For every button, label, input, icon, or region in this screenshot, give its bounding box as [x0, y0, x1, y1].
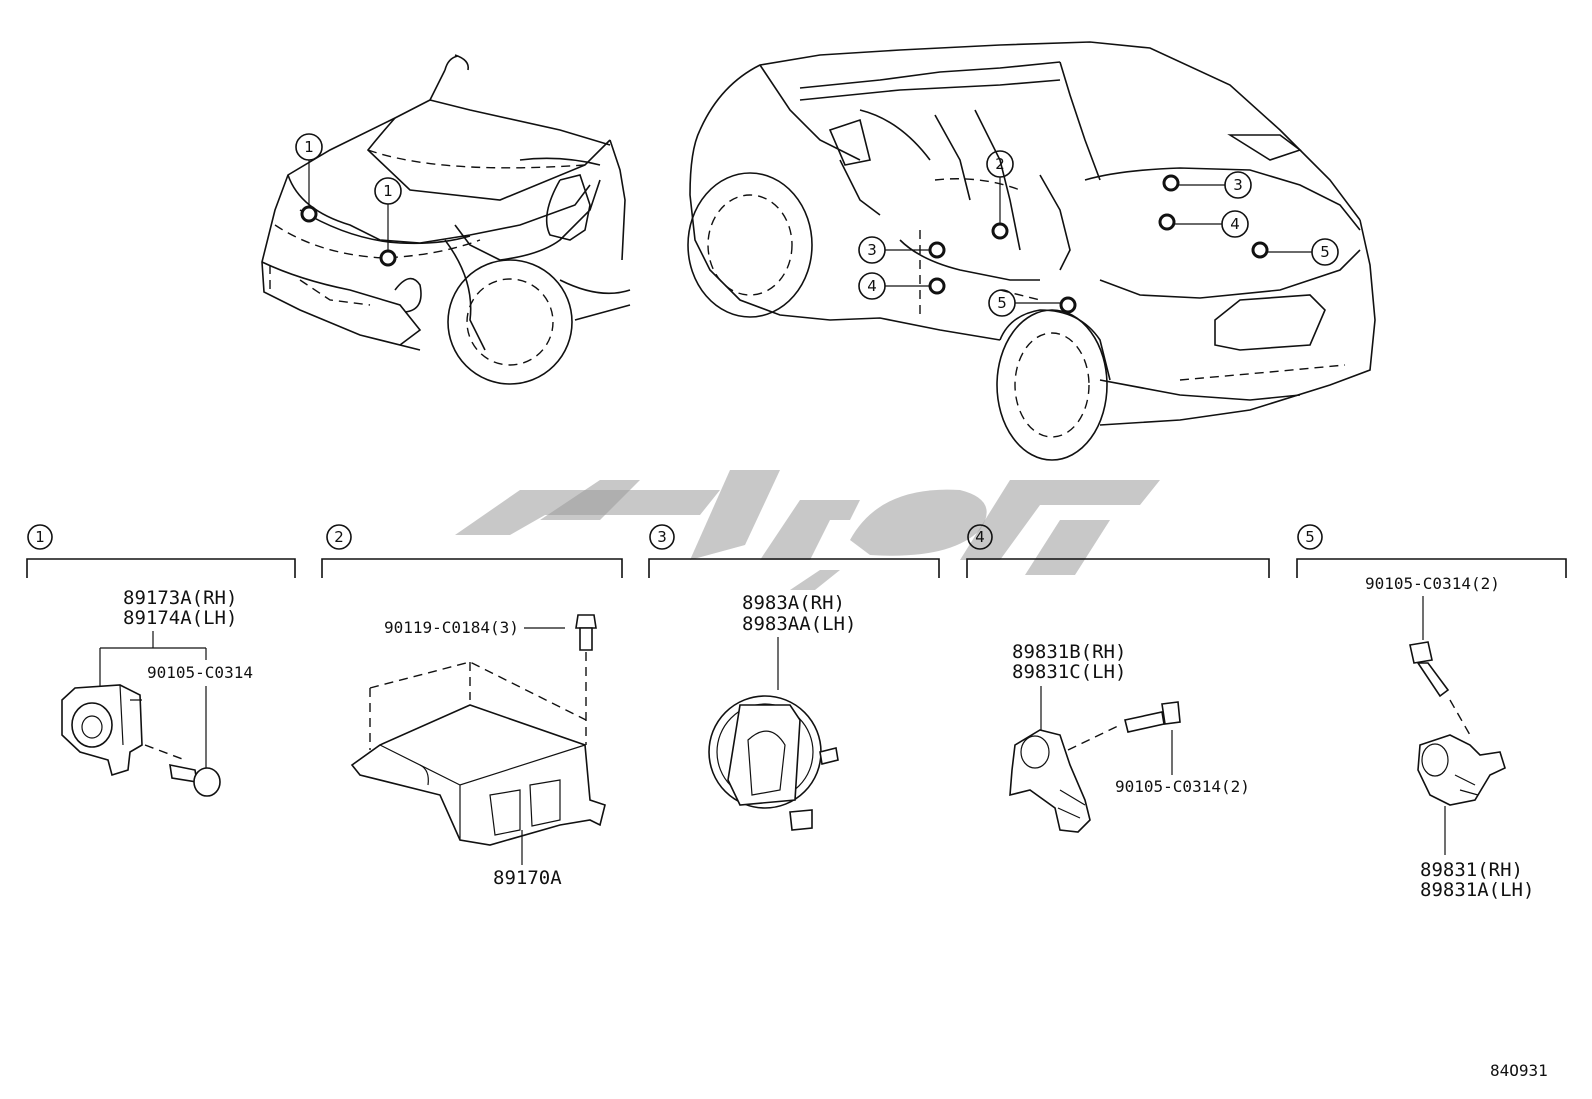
part-number-label: 89831B(RH)	[1012, 641, 1126, 663]
callout-bubble	[988, 289, 1016, 317]
callout-number: 1	[304, 138, 314, 156]
section-number-bubble	[27, 524, 53, 550]
callout-bubble	[858, 272, 886, 300]
watermark-logo	[455, 470, 1160, 590]
airbag-control-unit	[350, 704, 606, 846]
section-number: 5	[1305, 528, 1315, 546]
bolt-part-label: 90105-C0314(2)	[1115, 777, 1250, 796]
section-number: 4	[975, 528, 985, 546]
callout-number: 3	[867, 241, 877, 259]
callout-number: 5	[997, 294, 1007, 312]
section-number-bubble	[326, 524, 352, 550]
bolt-part-label: 90105-C0314(2)	[1365, 574, 1500, 593]
bolt-part-label: 90105-C0314	[147, 663, 253, 682]
sensor-location-dot	[1162, 174, 1180, 192]
section-headers: 1 2 3 4 5	[26, 524, 1567, 578]
callout-number: 4	[867, 277, 877, 295]
section-number: 3	[657, 528, 667, 546]
callout-bubble	[295, 133, 323, 161]
part-number-label: 89170A	[493, 867, 562, 889]
sensor-bolt	[1124, 711, 1165, 733]
part-number-label: 89174A(LH)	[123, 607, 237, 629]
callout-bubble	[374, 177, 402, 205]
sensor-location-dot	[300, 205, 318, 223]
callout-bubble	[986, 150, 1014, 178]
callout-bubble	[1311, 238, 1339, 266]
part-number-label: 89831C(LH)	[1012, 661, 1126, 683]
sensor-location-dot	[928, 241, 946, 259]
callout-bubble	[858, 236, 886, 264]
section-4-side-sensor: 89831B(RH) 89831C(LH) 90105-C0314(2)	[1009, 641, 1250, 833]
section-1-front-sensor: 89173A(RH) 89174A(LH) 90105-C0314	[61, 587, 253, 797]
part-number-label: 89831(RH)	[1420, 859, 1523, 881]
side-airbag-sensor	[1009, 729, 1091, 833]
sensor-location-dot	[379, 249, 397, 267]
bolt-part-label: 90119-C0184(3)	[384, 618, 519, 637]
rear-airbag-sensor	[1417, 734, 1506, 806]
sensor-location-dot	[928, 277, 946, 295]
part-number-label: 89831A(LH)	[1420, 879, 1534, 901]
part-number-label: 89173A(RH)	[123, 587, 237, 609]
ecu-bolt	[575, 614, 597, 629]
rear-vehicle-illustration	[687, 41, 1376, 461]
sensor-bolt	[169, 763, 198, 783]
sensor-bolt	[1409, 641, 1433, 664]
callout-number: 3	[1233, 176, 1243, 194]
front-vehicle-illustration	[261, 54, 631, 385]
part-number-label: 8983A(RH)	[742, 592, 845, 614]
section-number-bubble	[967, 524, 993, 550]
diagram-code: 84O931	[1490, 1061, 1548, 1080]
section-number: 1	[35, 528, 45, 546]
section-number: 2	[334, 528, 344, 546]
part-number-label: 8983AA(LH)	[742, 613, 856, 635]
sensor-location-dot	[1251, 241, 1269, 259]
callout-bubble	[1221, 210, 1249, 238]
section-number-bubble	[1297, 524, 1323, 550]
section-2-airbag-ecu: 90119-C0184(3) 89170A	[350, 614, 606, 889]
callout-number: 5	[1320, 243, 1330, 261]
callout-bubble	[1224, 171, 1252, 199]
section-number-bubble	[649, 524, 675, 550]
sensor-location-dot	[1158, 213, 1176, 231]
callout-number: 4	[1230, 215, 1240, 233]
vehicle-callouts: 1 1 2 3 4 5 3 4	[295, 133, 1339, 317]
sensor-location-dot	[1059, 296, 1077, 314]
section-5-rear-sensor: 90105-C0314(2) 89831(RH) 89831A(LH)	[1365, 574, 1534, 901]
callout-number: 1	[383, 182, 393, 200]
sensor-location-dot	[991, 222, 1009, 240]
section-3-spiral-cable: 8983A(RH) 8983AA(LH)	[708, 592, 856, 831]
callout-number: 2	[995, 155, 1005, 173]
